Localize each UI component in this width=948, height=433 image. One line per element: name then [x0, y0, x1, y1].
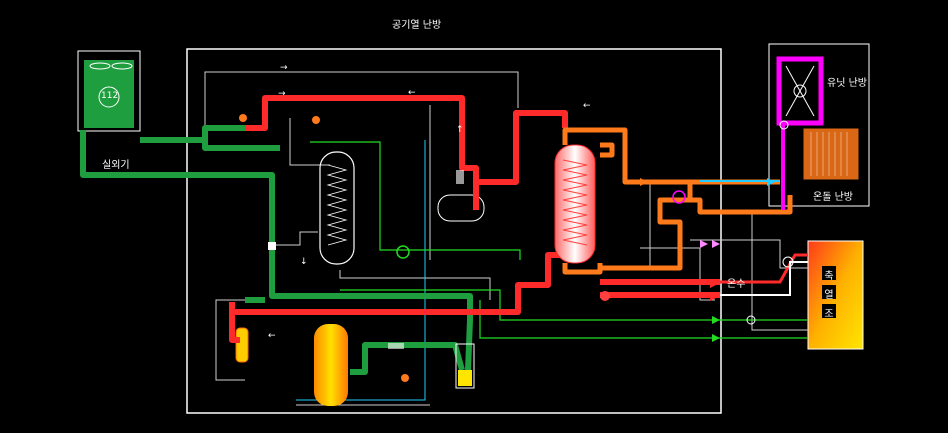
- floor-heating-label: 온돌 난방: [813, 192, 853, 203]
- signal-lines: [310, 141, 808, 339]
- liquid-receiver: [314, 324, 348, 406]
- accumulator: [455, 343, 475, 389]
- storage-hot-lines: [720, 253, 808, 284]
- fan-coil-fan-icon: [785, 65, 815, 117]
- storage-label-box-3: [822, 304, 836, 318]
- thin-piping: [204, 71, 808, 406]
- svg-text:↑: ↑: [456, 125, 464, 135]
- water-loop: [562, 127, 793, 275]
- outdoor-unit-frame: [77, 50, 141, 132]
- svg-text:←: ←: [268, 331, 276, 341]
- condenser-coil: [562, 159, 588, 246]
- svg-text:→: →: [278, 89, 286, 99]
- storage-label-1: 축: [824, 271, 834, 282]
- fan-coil-label: 유닛 난방: [827, 78, 867, 89]
- svg-text:↓: ↓: [300, 257, 308, 267]
- storage-label-3: 조: [824, 309, 834, 320]
- compressor-vessel: [235, 327, 249, 363]
- valve-markers: [239, 114, 794, 382]
- floor-heating-coil: [803, 128, 859, 180]
- heat-exchanger-coil: [326, 164, 348, 246]
- fan-coil-frame: [768, 43, 870, 207]
- hot-water-label: 온수: [727, 279, 746, 290]
- outdoor-unit-coil: [84, 60, 134, 128]
- svg-text:←: ←: [583, 101, 591, 111]
- outdoor-fan-icon: [89, 62, 133, 108]
- flow-arrows: ← → → ↑ ← ← ↓: [268, 63, 591, 341]
- svg-text:←: ←: [408, 88, 416, 98]
- fan-number-label: 112: [101, 91, 119, 101]
- heat-exchanger-shell: [319, 151, 355, 265]
- fan-coil-unit: [776, 56, 824, 126]
- hot-gas-line: [229, 95, 720, 343]
- storage-label-2: 열: [824, 290, 834, 301]
- diagram-title: 공기열 난방: [392, 20, 442, 31]
- svg-text:→: →: [280, 63, 288, 73]
- storage-label-box-1: [822, 266, 836, 280]
- outdoor-unit-label: 실외기: [102, 160, 130, 171]
- oil-separator: [437, 194, 485, 222]
- storage-label-box-2: [822, 285, 836, 299]
- system-frame: [186, 48, 722, 414]
